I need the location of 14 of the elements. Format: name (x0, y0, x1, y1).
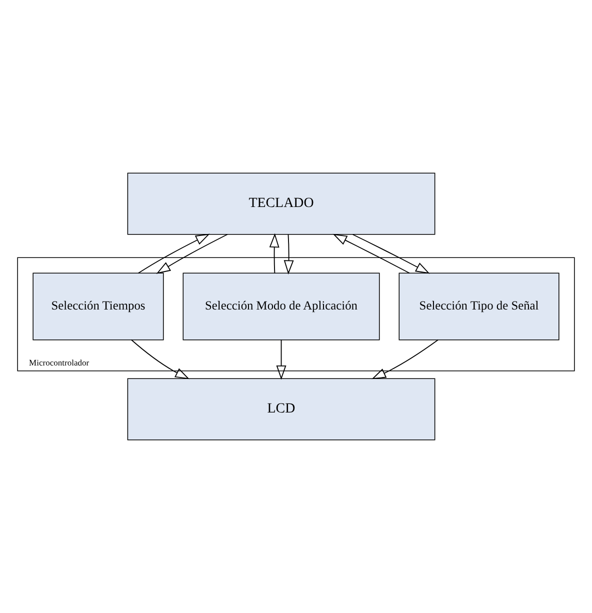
node-box: Selección Tipo de Señal (398, 272, 560, 340)
node-box: LCD (127, 378, 436, 440)
node-box: Selección Tiempos (32, 272, 164, 340)
arrow (130, 339, 190, 380)
arrow (276, 339, 286, 380)
arrow (269, 233, 280, 274)
arrow (352, 234, 430, 274)
node-box: Selección Modo de Aplicación (182, 272, 380, 340)
arrow (372, 339, 438, 380)
arrow (332, 234, 410, 274)
arrow (138, 234, 210, 274)
arrow (284, 234, 294, 274)
arrow (156, 234, 228, 274)
node-box: TECLADO (127, 172, 436, 235)
